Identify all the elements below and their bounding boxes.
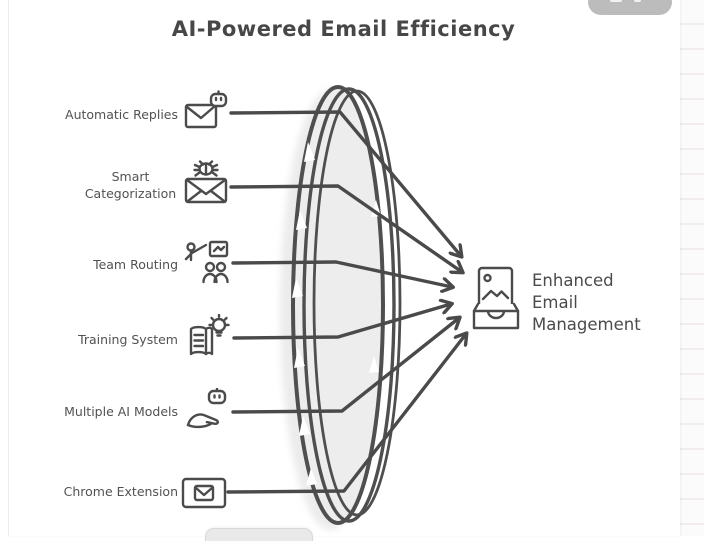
inbox-photo-icon [472,266,520,330]
feature-label-smart-categorization: Smart Categorization [84,169,177,201]
feature-label-team-routing: Team Routing [93,257,178,272]
outcome-line: Enhanced [532,271,614,290]
arrow-smart-categorization [229,184,462,272]
toolbar-glyph-icon [634,0,641,2]
feature-label-multiple-ai-models: Multiple AI Models [64,404,178,419]
toolbar-pill[interactable] [588,0,672,15]
lens-shape [280,85,402,530]
feature-label-chrome-extension: Chrome Extension [63,484,178,499]
toolbar-glyph-icon [610,0,622,2]
email-robot-icon [184,90,228,129]
email-bug-icon [184,160,228,204]
feature-label-automatic-replies: Automatic Replies [65,107,178,122]
arrow-multiple-ai-models [231,318,459,414]
arrow-team-routing [231,260,452,287]
browser-envelope-icon [181,477,227,509]
diagram-title: AI-Powered Email Efficiency [171,17,516,41]
background-ruled-paper [679,0,704,536]
arrow-chrome-extension [226,334,466,494]
flow-arrows [226,110,466,494]
book-lightbulb-icon [189,314,230,356]
outcome-line: Email [532,293,578,312]
arrow-training-system [232,304,451,340]
outcome-line: Management [532,315,641,334]
arrow-automatic-replies [229,110,461,256]
outcome-label: Enhanced Email Management [532,270,641,336]
feature-label-training-system: Training System [78,332,178,347]
lens-highlight-streaks [292,142,381,486]
team-presentation-icon [184,240,229,284]
bottom-toolbar-pill[interactable] [205,528,313,541]
hand-robot-icon [186,388,227,429]
